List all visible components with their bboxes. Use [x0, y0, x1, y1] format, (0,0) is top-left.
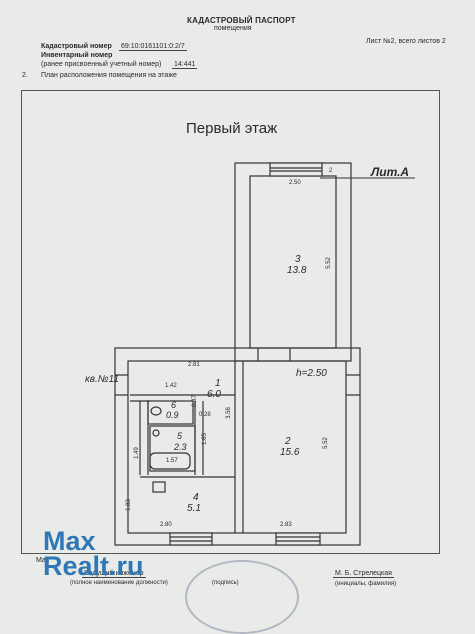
section-title: План расположения помещения на этаже: [41, 72, 177, 79]
dim-142: 1.42: [165, 383, 177, 389]
ceiling-height: h=2.50: [296, 368, 327, 379]
dim-157: 1.57: [166, 458, 178, 464]
room-6-area: 0.9: [166, 410, 179, 420]
room-3-walls: [234, 162, 352, 362]
room-2-area: 15.6: [280, 447, 300, 458]
watermark-line-2: Realt.ru: [43, 551, 144, 581]
dim-bottom-left: 2.80: [160, 522, 172, 528]
section-number: 2.: [22, 72, 28, 79]
dim-149: 1.49: [133, 447, 140, 459]
floor-title: Первый этаж: [186, 120, 278, 137]
cadastral-label: Кадастровый номер: [41, 43, 112, 50]
dim-right-upper: 5.52: [325, 257, 332, 269]
dim-bottom-right: 2.83: [280, 522, 292, 528]
room-1-area: 6.0: [207, 389, 221, 400]
signatory-name: М. Б. Стрелецкая: [333, 570, 394, 578]
stamp-seal: [185, 560, 299, 634]
plan-frame: [21, 90, 440, 554]
room-4-number: 4: [193, 492, 199, 503]
room-1-number: 1: [215, 378, 221, 389]
room-4-area: 5.1: [187, 503, 201, 514]
inventory-label: Инвентарный номер: [41, 52, 113, 59]
floor-plan: [114, 162, 415, 546]
dim-183: 1.83: [125, 499, 132, 511]
room-5-area: 2.3: [174, 442, 187, 452]
apartment-number: кв.№11: [85, 374, 119, 385]
room-3-area: 13.8: [287, 265, 307, 276]
room-3-number: 3: [295, 254, 301, 265]
dim-087: 0.87: [191, 395, 198, 407]
dim-165: 1.65: [201, 433, 208, 445]
dim-356: 3.56: [225, 407, 232, 419]
previous-number-value: 14:441: [172, 61, 198, 69]
sheet-number: Лист №2, всего листов 2: [366, 38, 446, 45]
cadastral-value: 69:10:0161101:0:2/7: [119, 43, 187, 51]
previous-number-label: (ранее присвоенный учетный номер): [41, 61, 162, 68]
watermark-line-1: Max: [43, 526, 96, 556]
room-2-number: 2: [285, 436, 291, 447]
doc-subtitle: помещения: [214, 25, 252, 32]
dim-281: 2.81: [188, 362, 200, 368]
doc-title: КАДАСТРОВЫЙ ПАСПОРТ: [187, 16, 296, 25]
dim-top: 2.50: [289, 180, 301, 186]
signatory-caption: (инициалы, фамилия): [335, 581, 397, 587]
signature-title-caption: (полное наименование должности): [70, 580, 168, 586]
room-6-number: 6: [171, 400, 177, 410]
building-letter: Лит.А: [371, 165, 410, 179]
signature-title: Ведущий инженер: [82, 570, 146, 578]
dim-028: 0.28: [199, 412, 211, 418]
signature-left-cut: Мас: [36, 557, 50, 564]
room-5-number: 5: [177, 431, 183, 441]
small-window-number: 2: [329, 168, 333, 174]
dim-right-lower: 5.52: [322, 437, 329, 449]
